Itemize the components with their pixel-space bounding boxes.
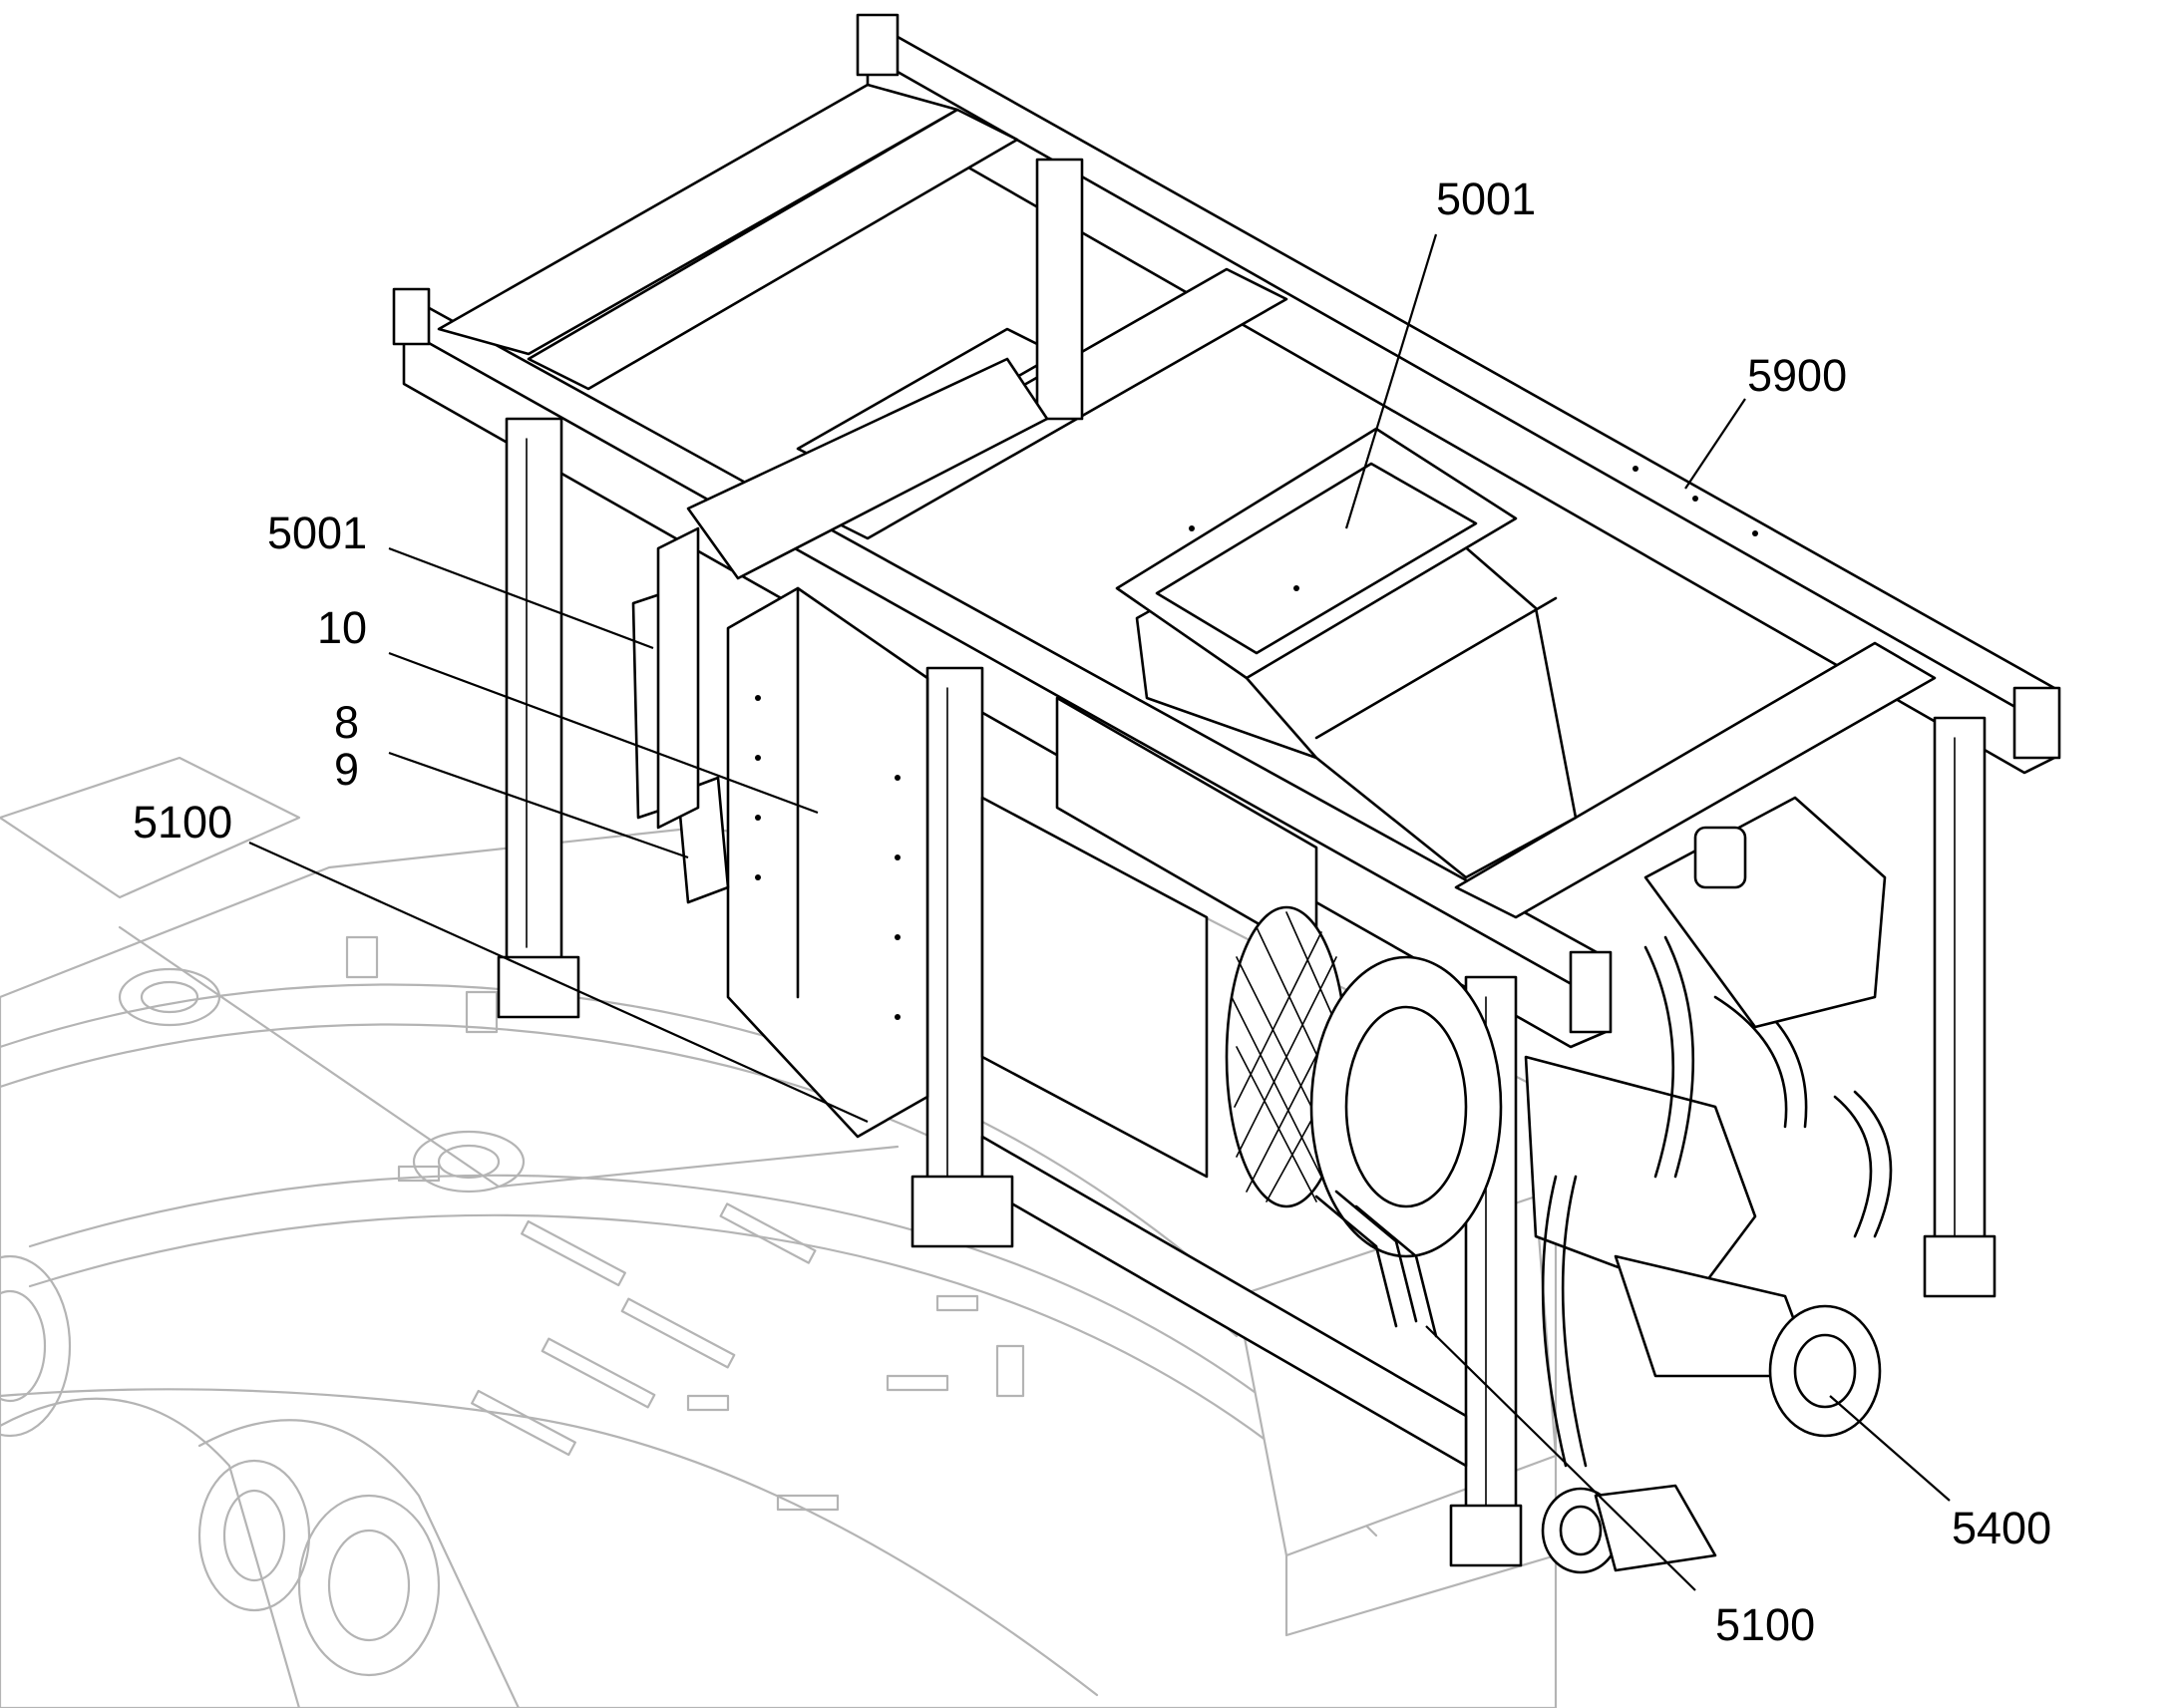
leader-8-9 — [388, 751, 689, 859]
lower-pump-shaft — [1559, 1505, 1603, 1556]
post-rear-mid — [1035, 158, 1084, 421]
callout-5001-left: 5001 — [267, 508, 367, 558]
frame-posts — [505, 158, 1987, 1537]
leader-5001-left — [388, 546, 654, 650]
flywheel-inner — [1344, 1005, 1468, 1208]
engine-assembly — [755, 466, 1893, 1574]
callout-5100-bottom: 5100 — [1715, 1599, 1815, 1650]
central-box — [980, 796, 1209, 1179]
bolts — [755, 466, 1758, 1020]
pad-2 — [345, 935, 379, 979]
leader-5100-bottom — [1425, 1325, 1696, 1591]
side-bracket — [0, 756, 301, 899]
base-foot-right — [1449, 1504, 1523, 1567]
arm-right — [197, 1419, 521, 1708]
callout-5001-top: 5001 — [1436, 173, 1536, 224]
pad-1 — [465, 990, 499, 1034]
pump-shaft — [1793, 1333, 1857, 1409]
hubs — [0, 967, 526, 1677]
rear-cover — [686, 357, 1049, 580]
callout-5900: 5900 — [1747, 350, 1847, 401]
hydraulic-valve-block — [1524, 1055, 1757, 1298]
post-rear-right — [1933, 716, 1987, 1258]
pad-3 — [995, 1344, 1025, 1398]
cross-member-1 — [437, 83, 959, 356]
rail-3 — [28, 1174, 1378, 1498]
callout-8: 8 — [334, 697, 359, 748]
frame-front-beam-edge — [402, 327, 1588, 994]
post-front-mid — [925, 666, 984, 1228]
rear-housing-window — [1693, 826, 1747, 889]
post-front-left — [505, 417, 563, 969]
enclosure — [631, 357, 1578, 1179]
leader-5001-top — [1344, 233, 1438, 529]
end-cap-rear-left — [856, 13, 900, 77]
callout-10: 10 — [317, 602, 367, 653]
leader-10 — [388, 651, 819, 815]
end-cap-rear-right — [2012, 686, 2061, 760]
base-rail-front — [980, 1135, 1468, 1468]
lower-pump-body — [1594, 1484, 1717, 1572]
cross-member-3 — [1454, 641, 1937, 919]
callout-5100-left: 5100 — [133, 797, 232, 848]
callout-5400: 5400 — [1952, 1503, 2051, 1553]
rear-cover-side — [656, 526, 700, 830]
end-cap-front-right — [1569, 950, 1613, 1034]
floor-slots — [397, 1165, 979, 1512]
callout-9: 9 — [334, 744, 359, 795]
callout-labels: 5001 5900 5001 10 8 9 5100 5400 5100 — [133, 173, 2051, 1650]
base-foot-rear — [1923, 1234, 1997, 1298]
hoses — [1541, 935, 1893, 1468]
intake-duct-opening — [1155, 462, 1478, 655]
leader-5400 — [1829, 1395, 1951, 1502]
rail-1 — [0, 983, 1239, 1298]
intake-duct-fold — [1314, 596, 1558, 740]
leader-lines — [248, 233, 1951, 1591]
flywheel-housing — [1309, 955, 1503, 1258]
intake-duct-top-frame — [1115, 427, 1518, 680]
base-foot-mid — [910, 1175, 1014, 1248]
tube-bundle — [1314, 1190, 1438, 1338]
intake-duct-corner — [1245, 676, 1318, 760]
rear-block-edge — [1284, 1553, 1558, 1637]
base-foot-left — [497, 955, 580, 1019]
leader-5100-left — [248, 841, 869, 1124]
cross-member-1b — [527, 108, 1019, 391]
arm-left — [0, 1397, 301, 1708]
rear-housing — [1643, 796, 1887, 1029]
end-cap-front-left — [392, 287, 431, 346]
leader-5900 — [1684, 398, 1746, 490]
upper-frame — [392, 13, 2061, 1567]
